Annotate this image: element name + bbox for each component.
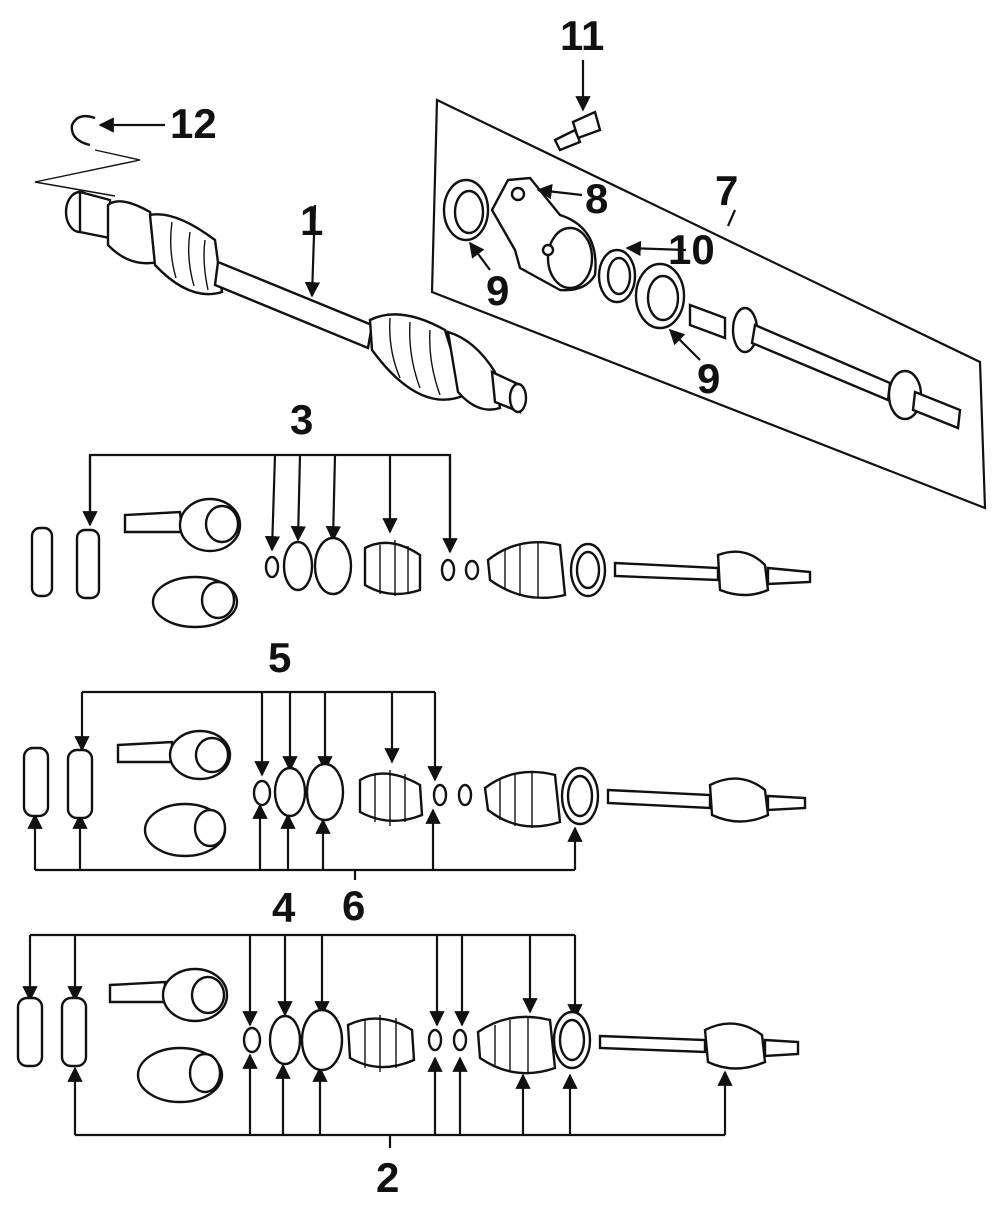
callout-7: 7 — [715, 167, 738, 214]
callout-5: 5 — [268, 634, 291, 681]
callout-6: 6 — [342, 882, 365, 929]
callout-10: 10 — [668, 226, 715, 273]
callout-1: 1 — [300, 197, 323, 244]
callout-11: 11 — [560, 12, 604, 59]
callout-9-right: 9 — [697, 355, 720, 402]
axle-shaft-assembly — [34, 149, 528, 414]
seal-part-right — [634, 262, 686, 330]
callout-2: 2 — [376, 1154, 399, 1201]
bolt-part — [553, 110, 602, 152]
boot-kit-row-5-6 — [22, 690, 807, 880]
circlip-part — [70, 114, 96, 147]
callout-4: 4 — [272, 884, 296, 931]
snap-ring-part — [597, 248, 637, 304]
callout-9-left: 9 — [486, 267, 509, 314]
callout-12: 12 — [170, 100, 217, 147]
boot-kit-row-3 — [30, 453, 812, 629]
callout-8: 8 — [585, 175, 608, 222]
intermediate-shaft-panel — [430, 98, 987, 510]
boot-kit-row-4-2 — [16, 933, 800, 1148]
seal-part-left — [442, 178, 490, 242]
callout-3: 3 — [290, 396, 313, 443]
bearing-bracket-part — [490, 176, 597, 292]
